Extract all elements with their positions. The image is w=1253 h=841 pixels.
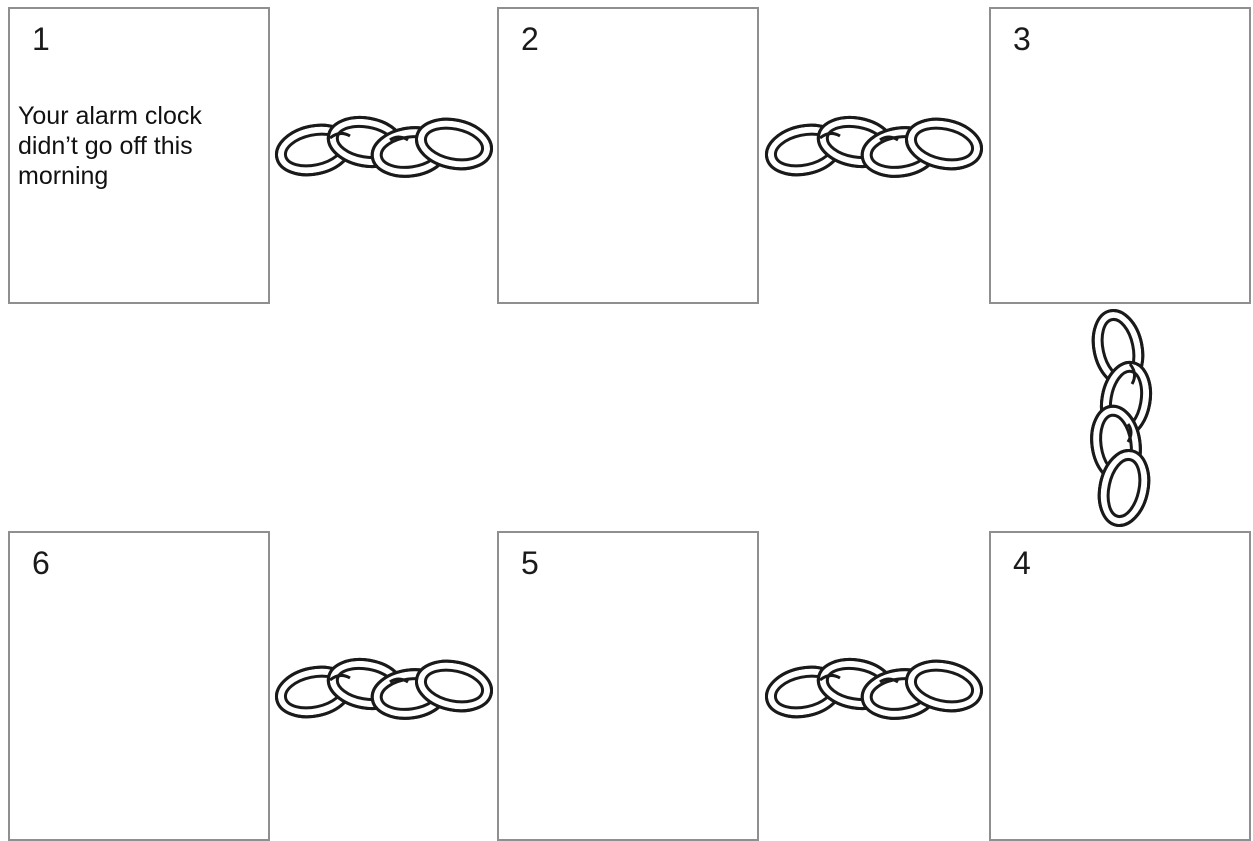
step-text: Your alarm clock didn’t go off this morn… [18, 101, 258, 191]
step-number: 3 [1013, 23, 1031, 55]
step-number: 6 [32, 547, 50, 579]
chain-link-icon [270, 100, 498, 190]
step-box-3: 3 [989, 7, 1251, 304]
step-box-1: 1 Your alarm clock didn’t go off this mo… [8, 7, 270, 304]
step-box-2: 2 [497, 7, 759, 304]
step-box-6: 6 [8, 531, 270, 841]
chain-link-icon [270, 642, 498, 732]
step-box-5: 5 [497, 531, 759, 841]
chain-link-icon [1072, 302, 1172, 534]
step-number: 5 [521, 547, 539, 579]
step-number: 2 [521, 23, 539, 55]
step-number: 1 [32, 23, 50, 55]
step-number: 4 [1013, 547, 1031, 579]
chain-link-icon [759, 100, 989, 190]
chain-link-icon [759, 642, 989, 732]
step-box-4: 4 [989, 531, 1251, 841]
